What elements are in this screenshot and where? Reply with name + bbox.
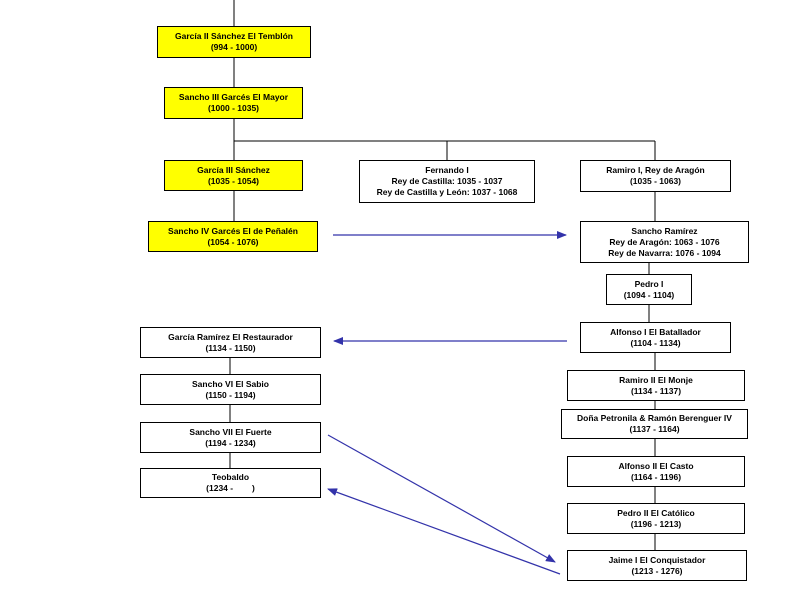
person-name: Pedro II El Católico <box>617 507 695 518</box>
person-name: García II Sánchez El Temblón <box>175 31 293 41</box>
person-dates: (1054 - 1076) <box>207 236 259 247</box>
person-box-alfonso2: Alfonso II El Casto(1164 - 1196) <box>567 456 745 487</box>
person-name: Pedro I <box>634 278 664 289</box>
person-name: Fernando I <box>425 165 469 175</box>
person-box-ramiro1: Ramiro I, Rey de Aragón(1035 - 1063) <box>580 160 731 192</box>
person-box-sancho6: Sancho VI El Sabio(1150 - 1194) <box>140 374 321 405</box>
person-box-garcia3: García III Sánchez(1035 - 1054) <box>164 160 303 191</box>
person-name: Ramiro II El Monje <box>619 374 693 385</box>
person-box-sancho3: Sancho III Garcés El Mayor(1000 - 1035) <box>164 87 303 119</box>
person-box-sancho4: Sancho IV Garcés El de Peñalén(1054 - 10… <box>148 221 318 252</box>
person-box-pedro1: Pedro I(1094 - 1104) <box>606 274 692 305</box>
person-dates: (1194 - 1234) <box>205 437 256 448</box>
person-dates: (1000 - 1035) <box>207 103 260 113</box>
person-name: Jaime I El Conquistador <box>608 554 706 565</box>
person-name: Alfonso I El Batallador <box>610 326 701 337</box>
person-name: Doña Petronila & Ramón Berenguer IV <box>577 413 732 423</box>
person-dates: (1035 - 1054) <box>207 175 260 186</box>
person-dates: (1134 - 1150) <box>205 342 256 353</box>
person-box-teobaldo: Teobaldo(1234 - ) <box>140 468 321 498</box>
person-dates: (1164 - 1196) <box>630 471 682 482</box>
person-dates: (1196 - 1213) <box>630 518 682 529</box>
person-dates: (1104 - 1134) <box>630 337 681 348</box>
person-box-jaime1: Jaime I El Conquistador(1213 - 1276) <box>567 550 747 581</box>
person-dates: Rey de Navarra: 1076 - 1094 <box>608 247 721 258</box>
person-dates: (1035 - 1063) <box>629 176 682 186</box>
person-name: Sancho VII El Fuerte <box>189 426 272 437</box>
person-name: Ramiro I, Rey de Aragón <box>606 165 705 175</box>
person-dates: (1134 - 1137) <box>630 385 682 396</box>
succession-arrow <box>327 488 561 575</box>
tree-lines <box>229 0 656 550</box>
succession-arrows <box>327 231 567 575</box>
person-dates: (1150 - 1194) <box>205 389 256 400</box>
person-dates: (1213 - 1276) <box>631 565 683 576</box>
succession-arrow <box>327 434 556 563</box>
person-dates: Rey de Castilla: 1035 - 1037 <box>391 176 503 186</box>
person-dates: (1234 - ) <box>206 483 255 493</box>
person-name: García III Sánchez <box>197 164 270 175</box>
person-box-ramiro2: Ramiro II El Monje(1134 - 1137) <box>567 370 745 401</box>
person-box-petronila: Doña Petronila & Ramón Berenguer IV(1137… <box>561 409 748 439</box>
person-name: García Ramírez El Restaurador <box>168 331 293 342</box>
person-dates: Rey de Aragón: 1063 - 1076 <box>609 236 720 247</box>
person-box-alfonso1: Alfonso I El Batallador(1104 - 1134) <box>580 322 731 353</box>
person-name: Alfonso II El Casto <box>618 460 694 471</box>
person-name: Sancho VI El Sabio <box>192 378 269 389</box>
person-name: Sancho IV Garcés El de Peñalén <box>168 225 298 236</box>
person-box-garcia2: García II Sánchez El Temblón(994 - 1000) <box>157 26 311 58</box>
person-dates: (994 - 1000) <box>210 42 258 52</box>
person-name: Sancho III Garcés El Mayor <box>178 92 289 102</box>
person-box-pedro2: Pedro II El Católico(1196 - 1213) <box>567 503 745 534</box>
person-dates: (1094 - 1104) <box>623 289 675 300</box>
person-box-garciaramirez: García Ramírez El Restaurador(1134 - 115… <box>140 327 321 358</box>
person-dates: (1137 - 1164) <box>629 424 680 434</box>
person-name: Sancho Ramírez <box>631 225 698 236</box>
person-name: Teobaldo <box>211 472 250 482</box>
person-box-sancho7: Sancho VII El Fuerte(1194 - 1234) <box>140 422 321 453</box>
person-dates: Rey de Castilla y León: 1037 - 1068 <box>376 187 518 197</box>
